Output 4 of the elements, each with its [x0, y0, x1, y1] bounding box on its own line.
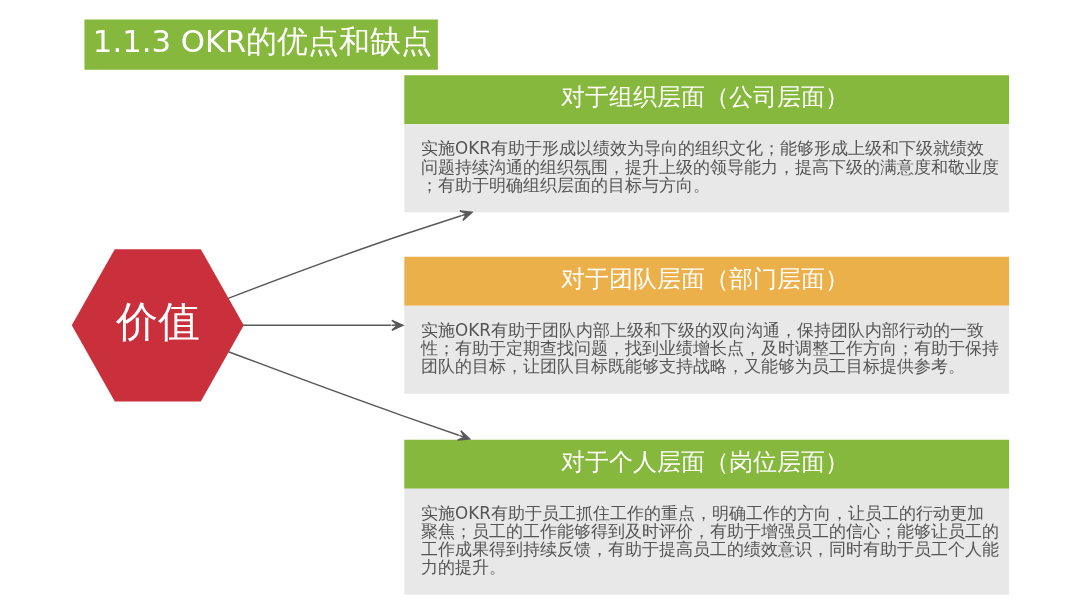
arrow — [227, 210, 473, 299]
diagram-title: 1.1.3 OKR的优点和缺点 — [92, 23, 432, 60]
arrow — [242, 319, 404, 332]
arrow — [227, 351, 470, 441]
